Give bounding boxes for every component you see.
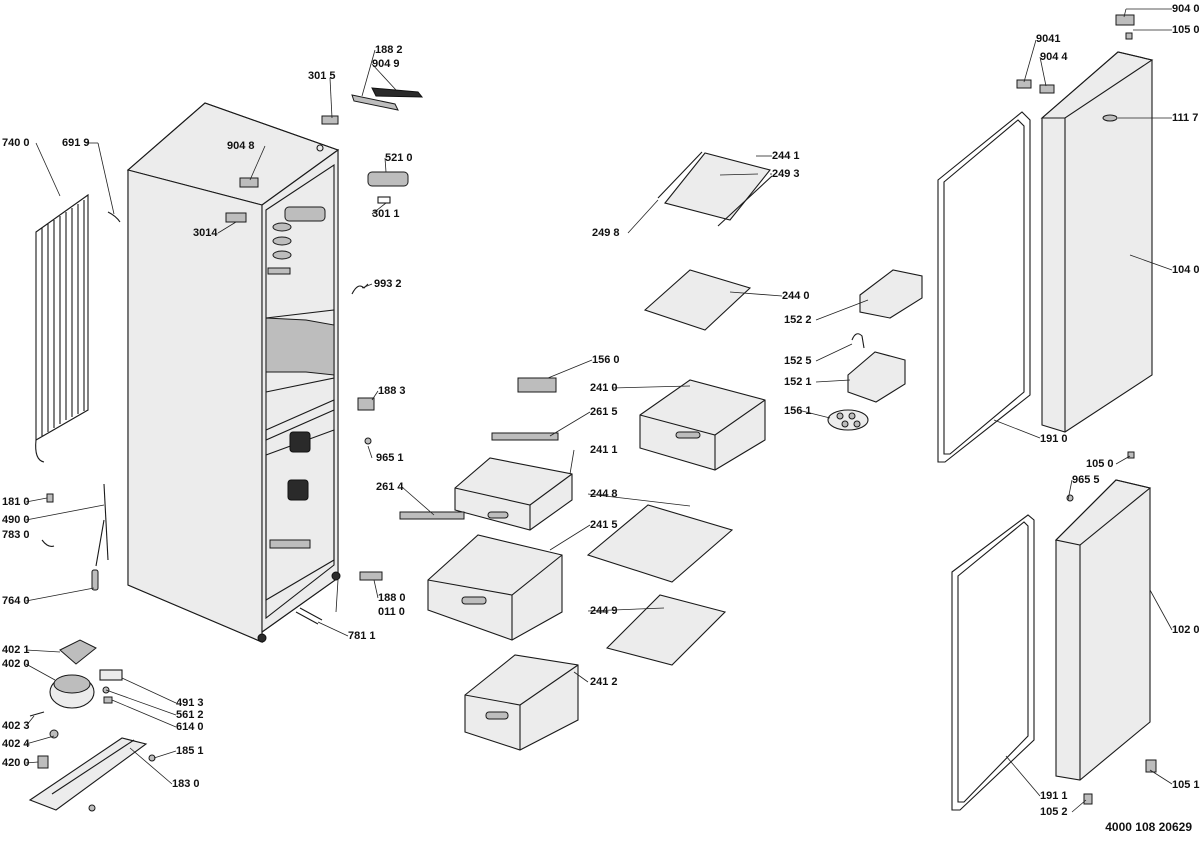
label-188-0: 188 0 xyxy=(378,592,406,604)
label-181-0: 181 0 xyxy=(2,496,30,508)
label-904-4: 904 4 xyxy=(1040,51,1068,63)
label-244-8: 244 8 xyxy=(590,488,618,500)
label-241-1: 241 1 xyxy=(590,444,618,456)
leader-lines xyxy=(25,8,1173,813)
label-191-1: 191 1 xyxy=(1040,790,1068,802)
label-241-5: 241 5 xyxy=(590,519,618,531)
label-244-1: 244 1 xyxy=(772,150,800,162)
label-185-1: 185 1 xyxy=(176,745,204,757)
label-764-0: 764 0 xyxy=(2,595,30,607)
label-105-0-bottom: 105 0 xyxy=(1086,458,1114,470)
label-152-5: 152 5 xyxy=(784,355,812,367)
label-301-1: 301 1 xyxy=(372,208,400,220)
label-904-8: 904 8 xyxy=(227,140,255,152)
top-hinge-parts xyxy=(225,87,424,295)
label-156-1: 156 1 xyxy=(784,405,812,417)
label-152-2: 152 2 xyxy=(784,314,812,326)
label-152-1: 152 1 xyxy=(784,376,812,388)
label-491-3: 491 3 xyxy=(176,697,204,709)
label-740-0: 740 0 xyxy=(2,137,30,149)
label-965-5: 965 5 xyxy=(1072,474,1100,486)
label-402-4: 402 4 xyxy=(2,738,30,750)
upper-door xyxy=(937,14,1154,463)
label-420-0: 420 0 xyxy=(2,757,30,769)
label-904-9: 904 9 xyxy=(372,58,400,70)
document-number: 4000 108 20629 xyxy=(1105,820,1192,834)
label-191-0: 191 0 xyxy=(1040,433,1068,445)
label-188-3: 188 3 xyxy=(378,385,406,397)
lower-door xyxy=(951,451,1157,811)
freezer-drawers xyxy=(399,377,766,751)
label-521-0: 521 0 xyxy=(385,152,413,164)
label-301-5: 301 5 xyxy=(308,70,336,82)
label-9041: 9041 xyxy=(1036,33,1061,45)
label-188-2: 188 2 xyxy=(375,44,403,56)
label-244-0: 244 0 xyxy=(782,290,810,302)
label-904-0: 904 0 xyxy=(1172,3,1200,15)
label-105-2: 105 2 xyxy=(1040,806,1068,818)
condenser xyxy=(35,193,121,463)
label-261-4: 261 4 xyxy=(376,481,404,493)
glass-shelves xyxy=(586,151,773,666)
label-490-0: 490 0 xyxy=(2,514,30,526)
label-156-0: 156 0 xyxy=(592,354,620,366)
label-111-7: 111 7 xyxy=(1172,112,1199,124)
label-402-1: 402 1 xyxy=(2,644,30,656)
label-183-0: 183 0 xyxy=(172,778,200,790)
compressor xyxy=(28,639,156,812)
label-965-1: 965 1 xyxy=(376,452,404,464)
label-691-9: 691 9 xyxy=(62,137,90,149)
label-249-8: 249 8 xyxy=(592,227,620,239)
label-561-2: 561 2 xyxy=(176,709,204,721)
label-249-3: 249 3 xyxy=(772,168,800,180)
label-781-1: 781 1 xyxy=(348,630,376,642)
cabinet xyxy=(126,102,341,643)
label-261-5: 261 5 xyxy=(590,406,618,418)
label-241-0: 241 0 xyxy=(590,382,618,394)
label-104-0: 104 0 xyxy=(1172,264,1200,276)
label-244-9: 244 9 xyxy=(590,605,618,617)
label-402-3: 402 3 xyxy=(2,720,30,732)
label-105-0-top: 105 0 xyxy=(1172,24,1200,36)
electrical-parts xyxy=(41,397,383,625)
label-105-1: 105 1 xyxy=(1172,779,1200,791)
label-241-2: 241 2 xyxy=(590,676,618,688)
label-102-0: 102 0 xyxy=(1172,624,1200,636)
label-993-2: 993 2 xyxy=(374,278,402,290)
label-783-0: 783 0 xyxy=(2,529,30,541)
label-402-0: 402 0 xyxy=(2,658,30,670)
door-accessories xyxy=(827,269,923,431)
label-3014: 3014 xyxy=(193,227,218,239)
label-614-0: 614 0 xyxy=(176,721,204,733)
label-011-0: 011 0 xyxy=(378,606,405,618)
